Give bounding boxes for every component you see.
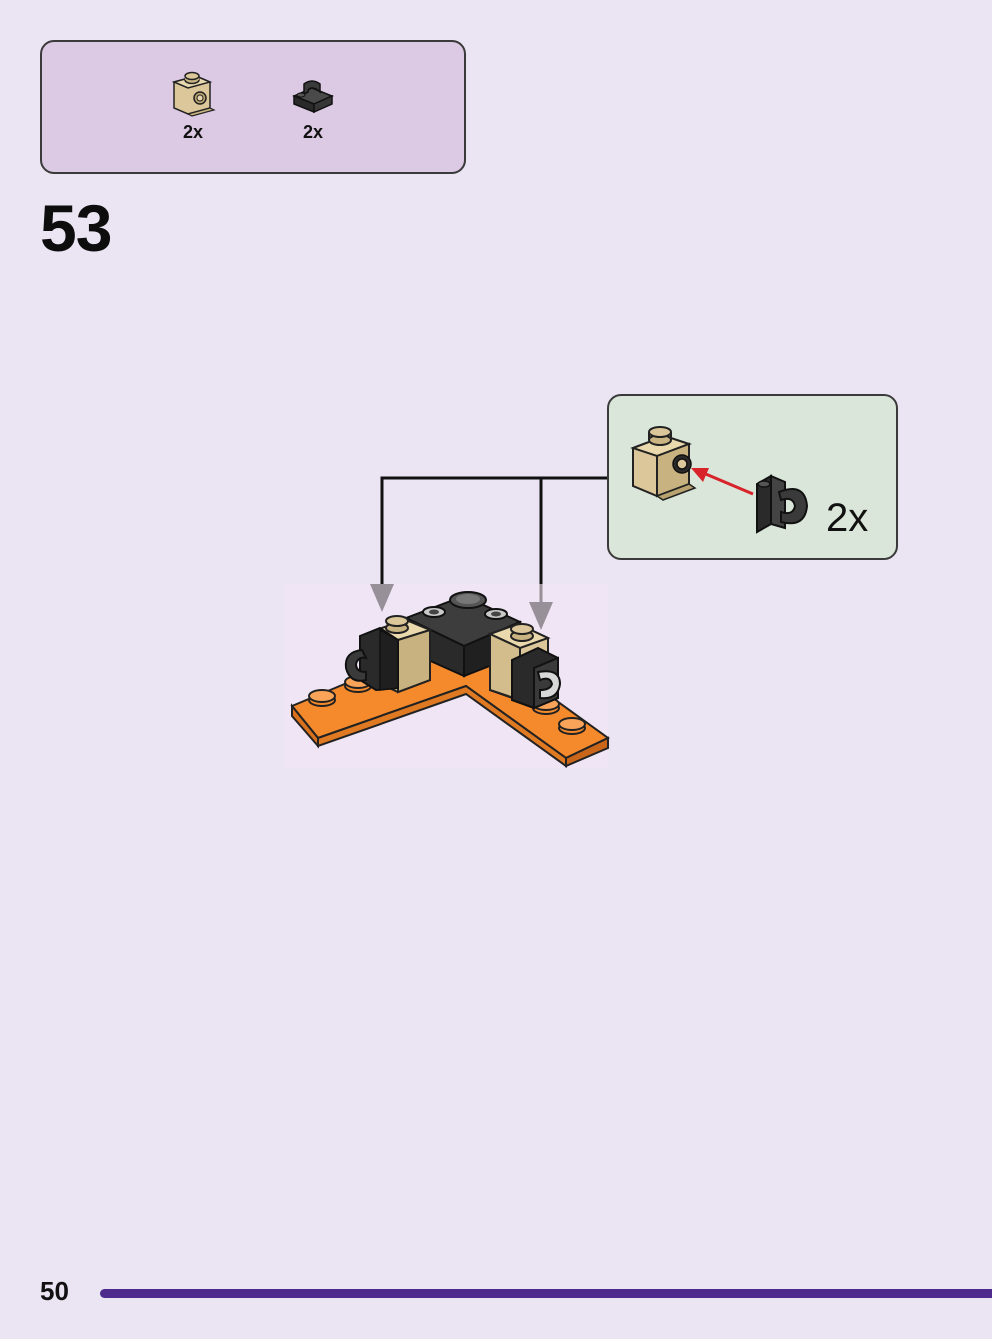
page-number: 50 <box>40 1276 69 1306</box>
parts-list-box: 2x 2x <box>40 40 466 174</box>
step-number: 53 <box>40 191 112 265</box>
subassembly-quantity: 2x <box>826 496 869 540</box>
page-progress-bar <box>100 1289 992 1298</box>
orange-angle-plate <box>290 632 610 768</box>
parts-list-quantity: 2x <box>182 122 204 142</box>
red-assembly-arrow-icon <box>691 468 754 496</box>
parts-list-item-clip: 2x <box>278 68 348 143</box>
tan-bracket-brick-icon <box>630 426 697 501</box>
subassembly-illustration <box>630 426 809 534</box>
right-tan-bracket <box>487 622 562 710</box>
left-tan-bracket <box>344 615 433 694</box>
subassembly-callout: 2x <box>607 394 898 560</box>
tan-bracket-brick-icon <box>171 71 216 117</box>
black-clip-plate-icon <box>292 80 334 114</box>
parts-list-item-bracket: 2x <box>158 68 228 143</box>
black-clip-plate-icon <box>756 474 809 534</box>
parts-list-quantity: 2x <box>302 122 324 142</box>
